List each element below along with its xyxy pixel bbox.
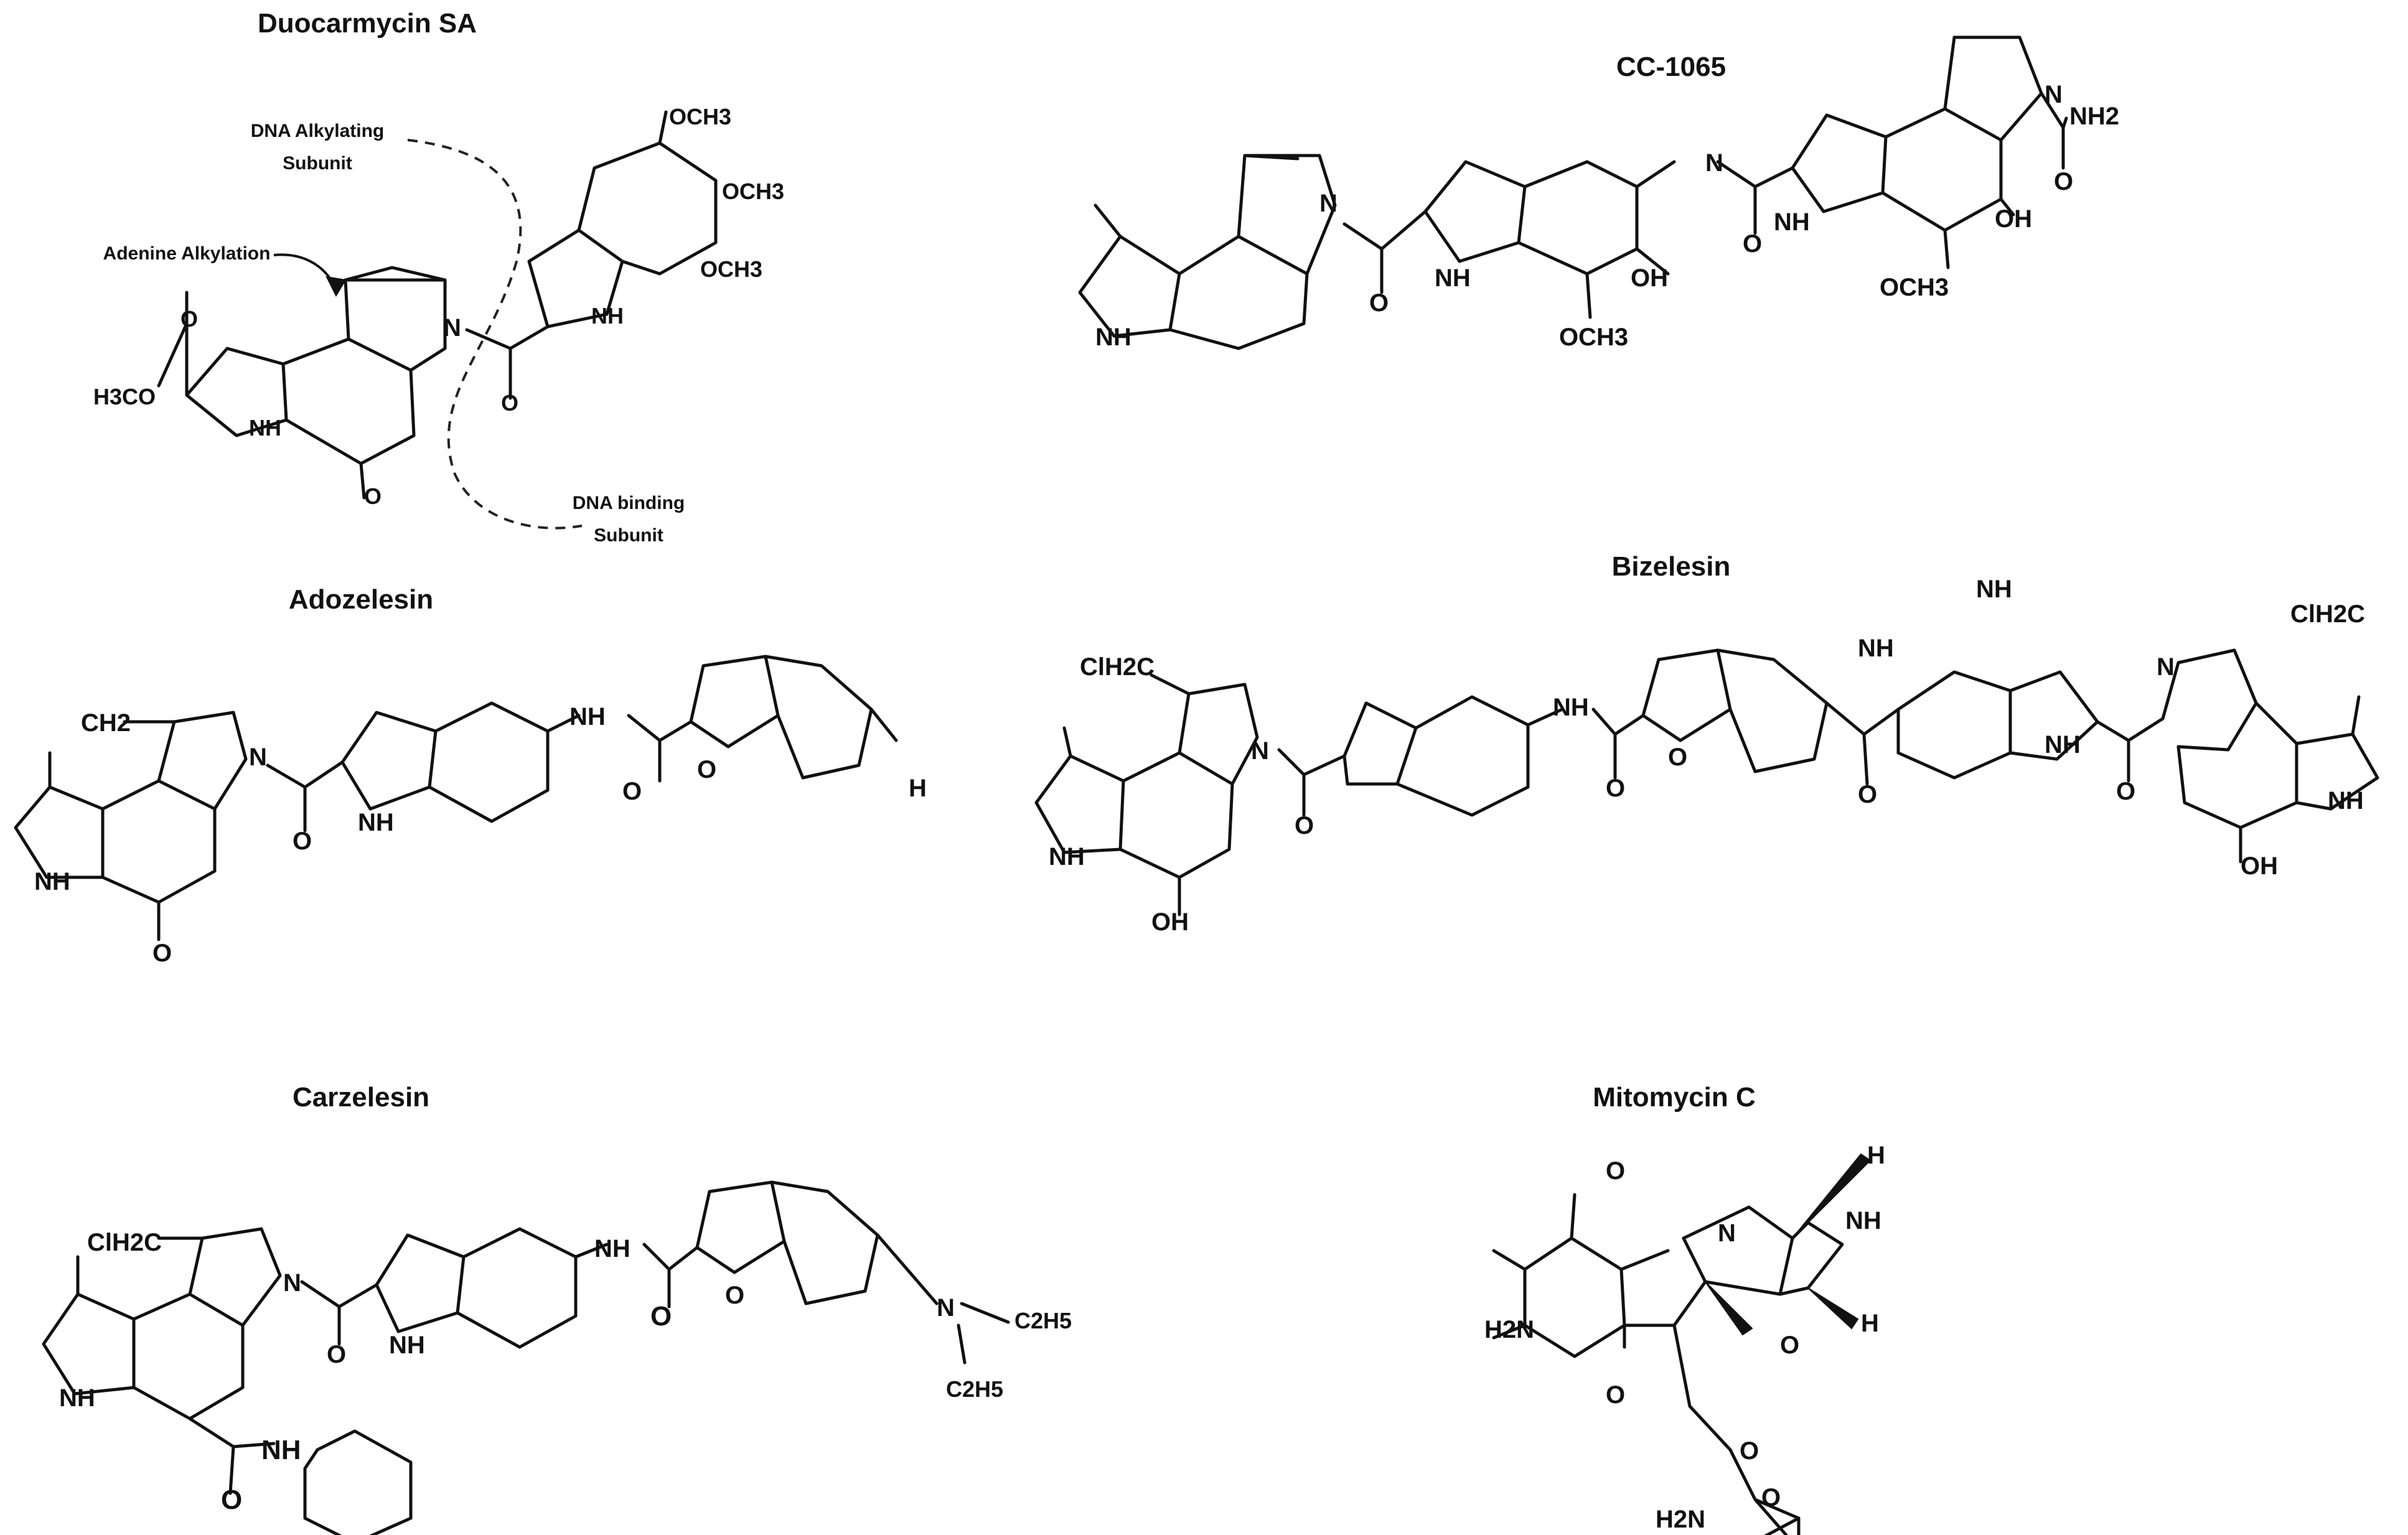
duo-arrow-head — [326, 276, 347, 297]
biz-nh-far-right: NH — [2328, 787, 2364, 814]
mito-h-top: H — [1867, 1142, 1885, 1169]
carz-nh-carb: NH — [261, 1435, 301, 1465]
biz-o-furan: O — [1668, 744, 1687, 771]
carz-o-furan: O — [725, 1282, 744, 1309]
cc-oh-right: OH — [1995, 205, 2032, 233]
cc-n-link: N — [1705, 149, 1723, 177]
carz-nh-ind: NH — [389, 1332, 425, 1359]
cc-nh-first: NH — [1095, 324, 1131, 351]
biz-o-right: O — [2116, 778, 2135, 805]
biz-clh2c-right: ClH2C — [2290, 600, 2365, 628]
duo-n: N — [443, 314, 461, 342]
biz-n-left: N — [1251, 737, 1269, 765]
biz-clh2c-left: ClH2C — [1080, 653, 1155, 681]
mito-h2n: H2N — [1484, 1316, 1534, 1343]
duo-nh-ring: NH — [591, 303, 624, 329]
ado-o-ketone: O — [152, 940, 172, 967]
biz-nh-left: NH — [1049, 843, 1085, 870]
bizelesin-structure: Bizelesin NH ClH2C ClH2C N O NH O O O NH… — [1034, 551, 2379, 936]
mito-h2n-carb: H2N — [1656, 1506, 1705, 1533]
biz-oh-left: OH — [1151, 908, 1189, 936]
cc-n-top: N — [2045, 81, 2063, 108]
carz-o-amide: O — [327, 1341, 346, 1368]
duo-o-ester: O — [180, 306, 198, 332]
cc-o-left: O — [1369, 289, 1389, 317]
ado-n: N — [249, 744, 267, 771]
duo-och3-2: OCH3 — [722, 179, 784, 204]
cc-nh2: NH2 — [2069, 103, 2119, 130]
biz-o-center: O — [1858, 781, 1877, 808]
carzelesin-title: Carzelesin — [293, 1082, 429, 1113]
mito-nh: NH — [1845, 1207, 1881, 1234]
cc-oh-mid: OH — [1631, 264, 1668, 292]
mito-o-mid: O — [1780, 1332, 1799, 1359]
biz-nh-center: NH — [1858, 635, 1894, 662]
carz-nh-left: NH — [59, 1384, 95, 1412]
duo-o-amide: O — [501, 390, 518, 416]
duo-note-dna-alkylating-sub: Subunit — [283, 153, 352, 174]
duo-note-adenine-alkylation: Adenine Alkylation — [103, 243, 271, 264]
mito-o-ester: O — [1740, 1437, 1759, 1465]
carz-o-carb: O — [221, 1485, 242, 1515]
cc-o-link: O — [1743, 230, 1762, 258]
duo-dna-boundary-dash — [407, 139, 583, 530]
mitomycin-title: Mitomycin C — [1593, 1082, 1756, 1113]
biz-o-link: O — [1606, 775, 1625, 802]
cc1065-structure: CC-1065 N NH2 O N O NH OH OCH3 N O NH OH… — [1078, 35, 2119, 351]
bizelesin-title: Bizelesin — [1612, 551, 1731, 582]
ado-nh-ind: NH — [358, 809, 394, 836]
cc-nh-right: NH — [1774, 208, 1810, 236]
carz-n: N — [283, 1269, 301, 1297]
duo-note-dna-binding: DNA binding — [573, 493, 685, 513]
ado-o-link: O — [622, 778, 642, 805]
biz-nh-top: NH — [1976, 576, 2012, 603]
ado-nh-left: NH — [34, 868, 70, 895]
cc-o-carbamoyl: O — [2054, 168, 2073, 195]
duo-note-dna-binding-sub: Subunit — [594, 525, 663, 546]
mito-h-bot: H — [1861, 1310, 1879, 1337]
ado-o-amide: O — [293, 828, 312, 855]
mito-n: N — [1718, 1220, 1736, 1247]
cc1065-title: CC-1065 — [1616, 52, 1726, 82]
carz-clh2c: ClH2C — [87, 1229, 162, 1256]
carz-o-link: O — [650, 1301, 672, 1332]
duo-adenine-arrow — [273, 253, 337, 290]
biz-n-right: N — [2157, 653, 2175, 681]
biz-nh-ind: NH — [2045, 731, 2081, 758]
carz-nh-link: NH — [594, 1235, 630, 1262]
mito-o-top: O — [1606, 1157, 1625, 1185]
duo-nh-left: NH — [249, 415, 281, 441]
ado-nh-link: NH — [569, 703, 606, 730]
cc-och3-mid: OCH3 — [1559, 324, 1628, 351]
carz-c2h5-2: C2H5 — [946, 1376, 1003, 1402]
ado-o-furan: O — [697, 756, 716, 783]
duo-note-dna-alkylating: DNA Alkylating — [251, 121, 384, 141]
duo-och3-3: OCH3 — [700, 256, 762, 282]
adozelesin-structure: Adozelesin CH2 N O NH NH O O H NH O — [14, 584, 927, 967]
mitomycin-c-structure: Mitomycin C O N H NH H2N O H O O O H2N — [1484, 1082, 1885, 1535]
biz-oh-right: OH — [2241, 852, 2278, 880]
cc-nh-mid: NH — [1435, 264, 1471, 292]
biz-nh-link: NH — [1553, 694, 1589, 721]
duo-o-ketone: O — [364, 483, 382, 509]
duo-och3-1: OCH3 — [669, 104, 731, 129]
mito-o-carbonyl: O — [1761, 1484, 1781, 1511]
ado-h: H — [909, 775, 927, 802]
ado-ch2: CH2 — [81, 709, 131, 737]
biz-o-left: O — [1295, 812, 1314, 839]
cc-och3-right: OCH3 — [1880, 274, 1949, 301]
cc-n-left: N — [1319, 190, 1338, 217]
duo-h3co: H3CO — [93, 384, 156, 409]
carz-c2h5-1: C2H5 — [1014, 1308, 1072, 1333]
carz-n-amine: N — [937, 1294, 955, 1322]
mito-o-bot: O — [1606, 1381, 1625, 1409]
duocarmycin-title: Duocarmycin SA — [258, 8, 477, 39]
carzelesin-structure: Carzelesin ClH2C N O NH NH O O N C2H5 C2… — [42, 1082, 1072, 1535]
duocarmycin-sa-structure: Duocarmycin SA OCH3 OCH3 OCH3 NH N O O H… — [93, 8, 784, 546]
adozelesin-title: Adozelesin — [289, 584, 433, 615]
